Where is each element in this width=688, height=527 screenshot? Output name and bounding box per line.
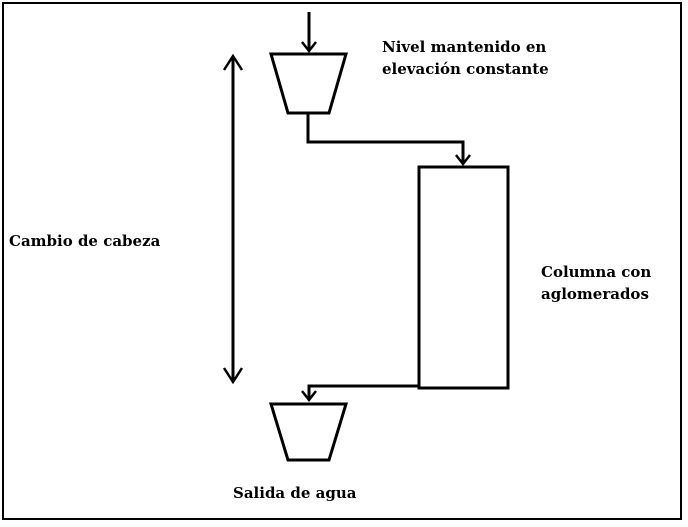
constant-level-label: Nivel mantenido en elevación constante (382, 36, 549, 80)
constant-level-label-line-1: Nivel mantenido en (382, 38, 547, 56)
bottom-funnel (268, 402, 349, 462)
water-outlet-label: Salida de agua (233, 484, 357, 502)
diagram-frame (2, 2, 682, 520)
agglomerate-column (417, 165, 510, 390)
column-label-line-2: aglomerados (541, 285, 649, 303)
column-label: Columna con aglomerados (541, 261, 651, 305)
head-change-double-arrow (222, 53, 244, 385)
constant-level-label-line-2: elevación constante (382, 60, 549, 78)
feed-pipe (306, 113, 471, 167)
column-label-line-1: Columna con (541, 263, 652, 281)
head-change-label: Cambio de cabeza (9, 232, 161, 250)
outlet-pipe (301, 384, 419, 403)
inflow-arrow (301, 12, 317, 54)
top-funnel (269, 52, 348, 115)
